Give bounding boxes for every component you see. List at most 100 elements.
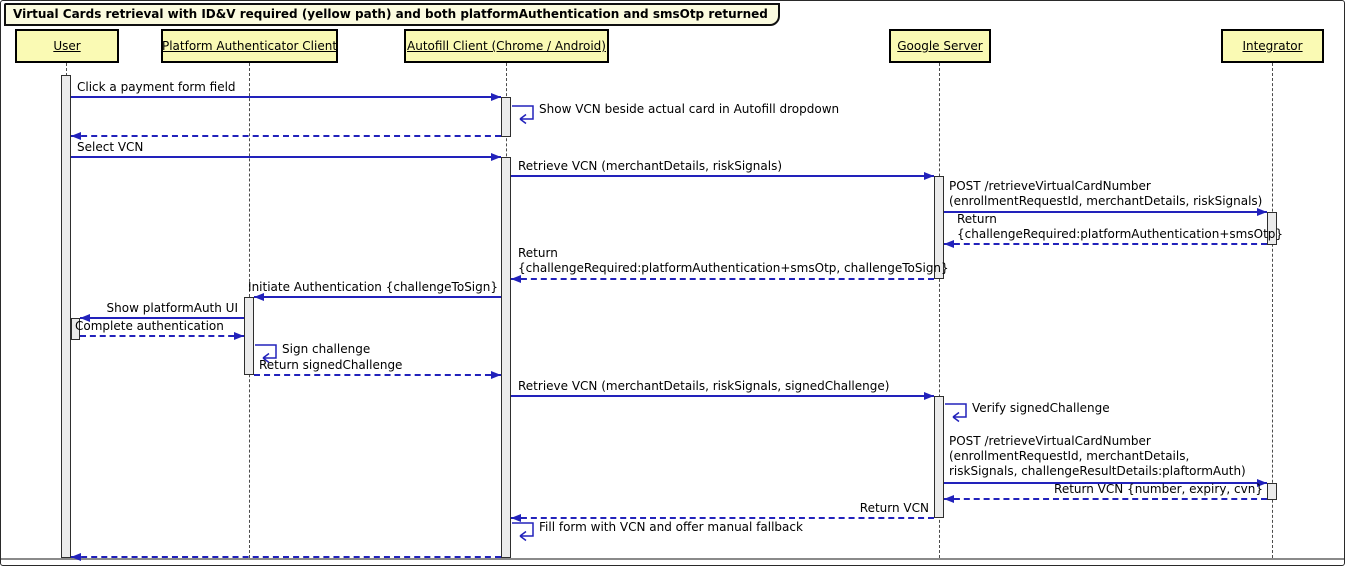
participant-label: User xyxy=(53,39,81,53)
self-message-verify-signed-challenge xyxy=(945,403,967,423)
message-label-verify-signed-challenge: Verify signedChallenge xyxy=(972,401,1110,416)
label-line: Initiate Authentication {challengeToSign… xyxy=(248,280,498,294)
participant-label: Platform Authenticator Client xyxy=(161,39,338,53)
activation-google-2 xyxy=(934,396,944,518)
label-line: Sign challenge xyxy=(282,342,371,356)
label-line: {challengeRequired:platformAuthenticatio… xyxy=(957,227,1284,241)
message-line-google-return-challenge xyxy=(511,278,934,280)
self-arrow-icon xyxy=(945,403,967,423)
label-line: Return xyxy=(518,246,558,260)
label-line: Return VCN {number, expiry, cvn} xyxy=(1054,482,1263,496)
participant-autofill-client: Autofill Client (Chrome / Android) xyxy=(404,29,609,63)
self-message-sign-challenge xyxy=(255,344,277,364)
message-line-complete-authentication xyxy=(80,335,244,337)
arrowhead-post-retrieve-virtual-card-number-2 xyxy=(1257,479,1267,487)
arrowhead-google-return-challenge xyxy=(511,275,521,283)
message-line-initiate-authentication xyxy=(254,296,501,298)
message-line-return-to-user-1 xyxy=(71,135,501,137)
lifeline-google-server xyxy=(939,63,940,558)
label-line: Return signedChallenge xyxy=(259,358,403,372)
arrowhead-initiate-authentication xyxy=(254,293,264,301)
arrowhead-select-vcn xyxy=(491,153,501,161)
lifeline-integrator xyxy=(1272,63,1273,558)
label-line: Select VCN xyxy=(77,140,144,154)
arrowhead-complete-authentication xyxy=(234,332,244,340)
label-line: Return VCN xyxy=(859,501,929,515)
activation-user-nested xyxy=(71,318,80,340)
label-line: Complete authentication xyxy=(75,319,224,333)
activation-user-main xyxy=(61,75,71,558)
message-line-retrieve-vcn-2 xyxy=(511,395,934,397)
label-line: (enrollmentRequestId, merchantDetails, xyxy=(949,449,1190,463)
message-line-return-to-user-2 xyxy=(71,556,501,558)
arrowhead-retrieve-vcn-1 xyxy=(924,172,934,180)
participant-platform-authenticator-client: Platform Authenticator Client xyxy=(161,29,338,63)
label-line: POST /retrieveVirtualCardNumber xyxy=(949,434,1151,448)
message-label-show-vcn-in-dropdown: Show VCN beside actual card in Autofill … xyxy=(539,102,839,117)
message-label-select-vcn: Select VCN xyxy=(77,140,143,155)
participant-google-server: Google Server xyxy=(889,29,991,63)
message-label-retrieve-vcn-1: Retrieve VCN (merchantDetails, riskSigna… xyxy=(518,159,782,174)
label-line: Verify signedChallenge xyxy=(972,401,1110,415)
message-line-post-retrieve-virtual-card-number-1 xyxy=(944,211,1267,213)
label-line: (enrollmentRequestId, merchantDetails, r… xyxy=(949,194,1263,208)
activation-google-1 xyxy=(934,176,944,279)
activation-integrator-1 xyxy=(1267,212,1277,245)
message-label-fill-form-with-vcn: Fill form with VCN and offer manual fall… xyxy=(539,520,803,535)
participant-label: Google Server xyxy=(897,39,983,53)
label-line: Retrieve VCN (merchantDetails, riskSigna… xyxy=(518,379,890,393)
label-line: Click a payment form field xyxy=(77,80,236,94)
participant-label: Integrator xyxy=(1242,39,1303,53)
self-arrow-icon xyxy=(512,105,534,125)
message-label-integrator-return-challenge: Return{challengeRequired:platformAuthent… xyxy=(957,212,1283,242)
activation-autofill-2 xyxy=(501,157,511,558)
message-label-google-return-vcn: Return VCN xyxy=(860,501,929,516)
label-line: Retrieve VCN (merchantDetails, riskSigna… xyxy=(518,159,782,173)
arrowhead-integrator-return-vcn xyxy=(944,495,954,503)
arrowhead-integrator-return-challenge xyxy=(944,240,954,248)
arrowhead-show-platformauth-ui xyxy=(80,314,90,322)
message-line-integrator-return-vcn xyxy=(944,498,1267,500)
message-line-click-payment-form-field xyxy=(71,96,501,98)
participant-label: Autofill Client (Chrome / Android) xyxy=(407,39,606,53)
participant-user: User xyxy=(15,29,119,63)
message-line-retrieve-vcn-1 xyxy=(511,175,934,177)
message-label-post-retrieve-virtual-card-number-2: POST /retrieveVirtualCardNumber(enrollme… xyxy=(949,434,1246,479)
participant-integrator: Integrator xyxy=(1221,29,1324,63)
message-label-initiate-authentication: Initiate Authentication {challengeToSign… xyxy=(248,280,498,295)
label-line: riskSignals, challengeResultDetails:plaf… xyxy=(949,464,1246,478)
label-line: POST /retrieveVirtualCardNumber xyxy=(949,179,1151,193)
message-label-complete-authentication: Complete authentication xyxy=(75,319,224,334)
arrowhead-google-return-vcn xyxy=(511,514,521,522)
label-line: Return xyxy=(957,212,997,226)
message-label-integrator-return-vcn: Return VCN {number, expiry, cvn} xyxy=(1054,482,1263,497)
self-arrow-icon xyxy=(255,344,277,364)
arrowhead-return-signed-challenge xyxy=(491,371,501,379)
message-label-google-return-challenge: Return{challengeRequired:platformAuthent… xyxy=(518,246,949,276)
arrowhead-click-payment-form-field xyxy=(491,93,501,101)
arrowhead-return-to-user-2 xyxy=(71,553,81,561)
arrowhead-return-to-user-1 xyxy=(71,132,81,140)
arrowhead-retrieve-vcn-2 xyxy=(924,392,934,400)
self-arrow-icon xyxy=(512,522,534,542)
label-line: Show platformAuth UI xyxy=(106,301,238,315)
message-line-google-return-vcn xyxy=(511,517,934,519)
message-label-return-signed-challenge: Return signedChallenge xyxy=(259,358,402,373)
label-line: Fill form with VCN and offer manual fall… xyxy=(539,520,803,534)
activation-integrator-2 xyxy=(1267,483,1277,500)
frame-bottom-rule xyxy=(1,558,1344,560)
diagram-title: Virtual Cards retrieval with ID&V requir… xyxy=(4,3,780,26)
self-message-show-vcn-in-dropdown xyxy=(512,105,534,125)
label-line: Show VCN beside actual card in Autofill … xyxy=(539,102,840,116)
message-line-return-signed-challenge xyxy=(254,374,501,376)
message-label-click-payment-form-field: Click a payment form field xyxy=(77,80,236,95)
message-line-post-retrieve-virtual-card-number-2 xyxy=(944,482,1267,484)
label-line: {challengeRequired:platformAuthenticatio… xyxy=(518,261,949,275)
arrowhead-post-retrieve-virtual-card-number-1 xyxy=(1257,208,1267,216)
message-line-select-vcn xyxy=(71,156,501,158)
message-label-sign-challenge: Sign challenge xyxy=(282,342,370,357)
message-label-post-retrieve-virtual-card-number-1: POST /retrieveVirtualCardNumber(enrollme… xyxy=(949,179,1262,209)
self-message-fill-form-with-vcn xyxy=(512,522,534,542)
activation-autofill-1 xyxy=(501,97,511,137)
message-label-show-platformauth-ui: Show platformAuth UI xyxy=(107,301,238,316)
